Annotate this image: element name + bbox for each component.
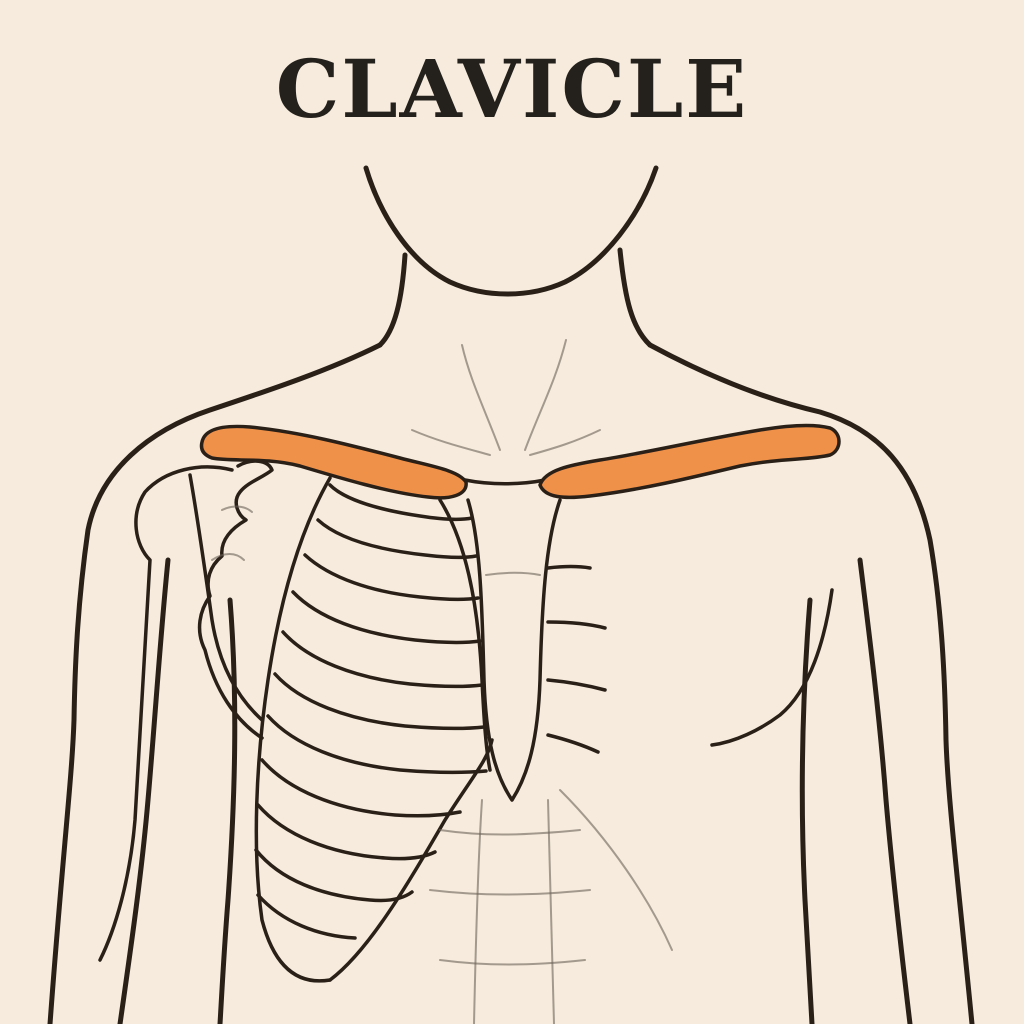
abdomen-lines	[429, 799, 591, 1024]
humerus	[98, 465, 264, 962]
clavicle-group	[199, 423, 841, 500]
neck-outline	[363, 165, 659, 348]
right-rib-stubs	[546, 564, 607, 754]
left-clavicle	[199, 424, 468, 500]
sternum	[463, 478, 562, 802]
diagram-title: CLAVICLE	[275, 42, 749, 136]
body-outline	[47, 342, 975, 1024]
scapula	[197, 459, 274, 740]
pectoral-contour	[559, 588, 834, 951]
neck-muscle-lines	[411, 339, 601, 456]
right-clavicle	[538, 423, 841, 500]
rib-cage	[254, 476, 494, 983]
